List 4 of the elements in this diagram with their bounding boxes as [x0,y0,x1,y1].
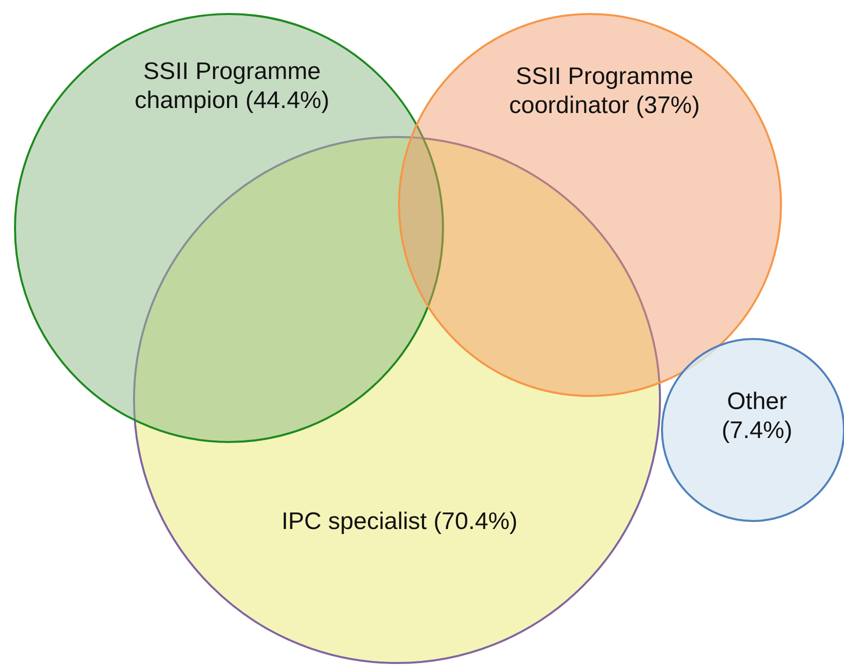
circle-label: SSII Programme coordinator (37%) [508,62,701,120]
circle-label: SSII Programme champion (44.4%) [134,57,330,115]
circle-label: IPC specialist (70.4%) [280,507,519,536]
circle-label: Other (7.4%) [720,387,794,445]
